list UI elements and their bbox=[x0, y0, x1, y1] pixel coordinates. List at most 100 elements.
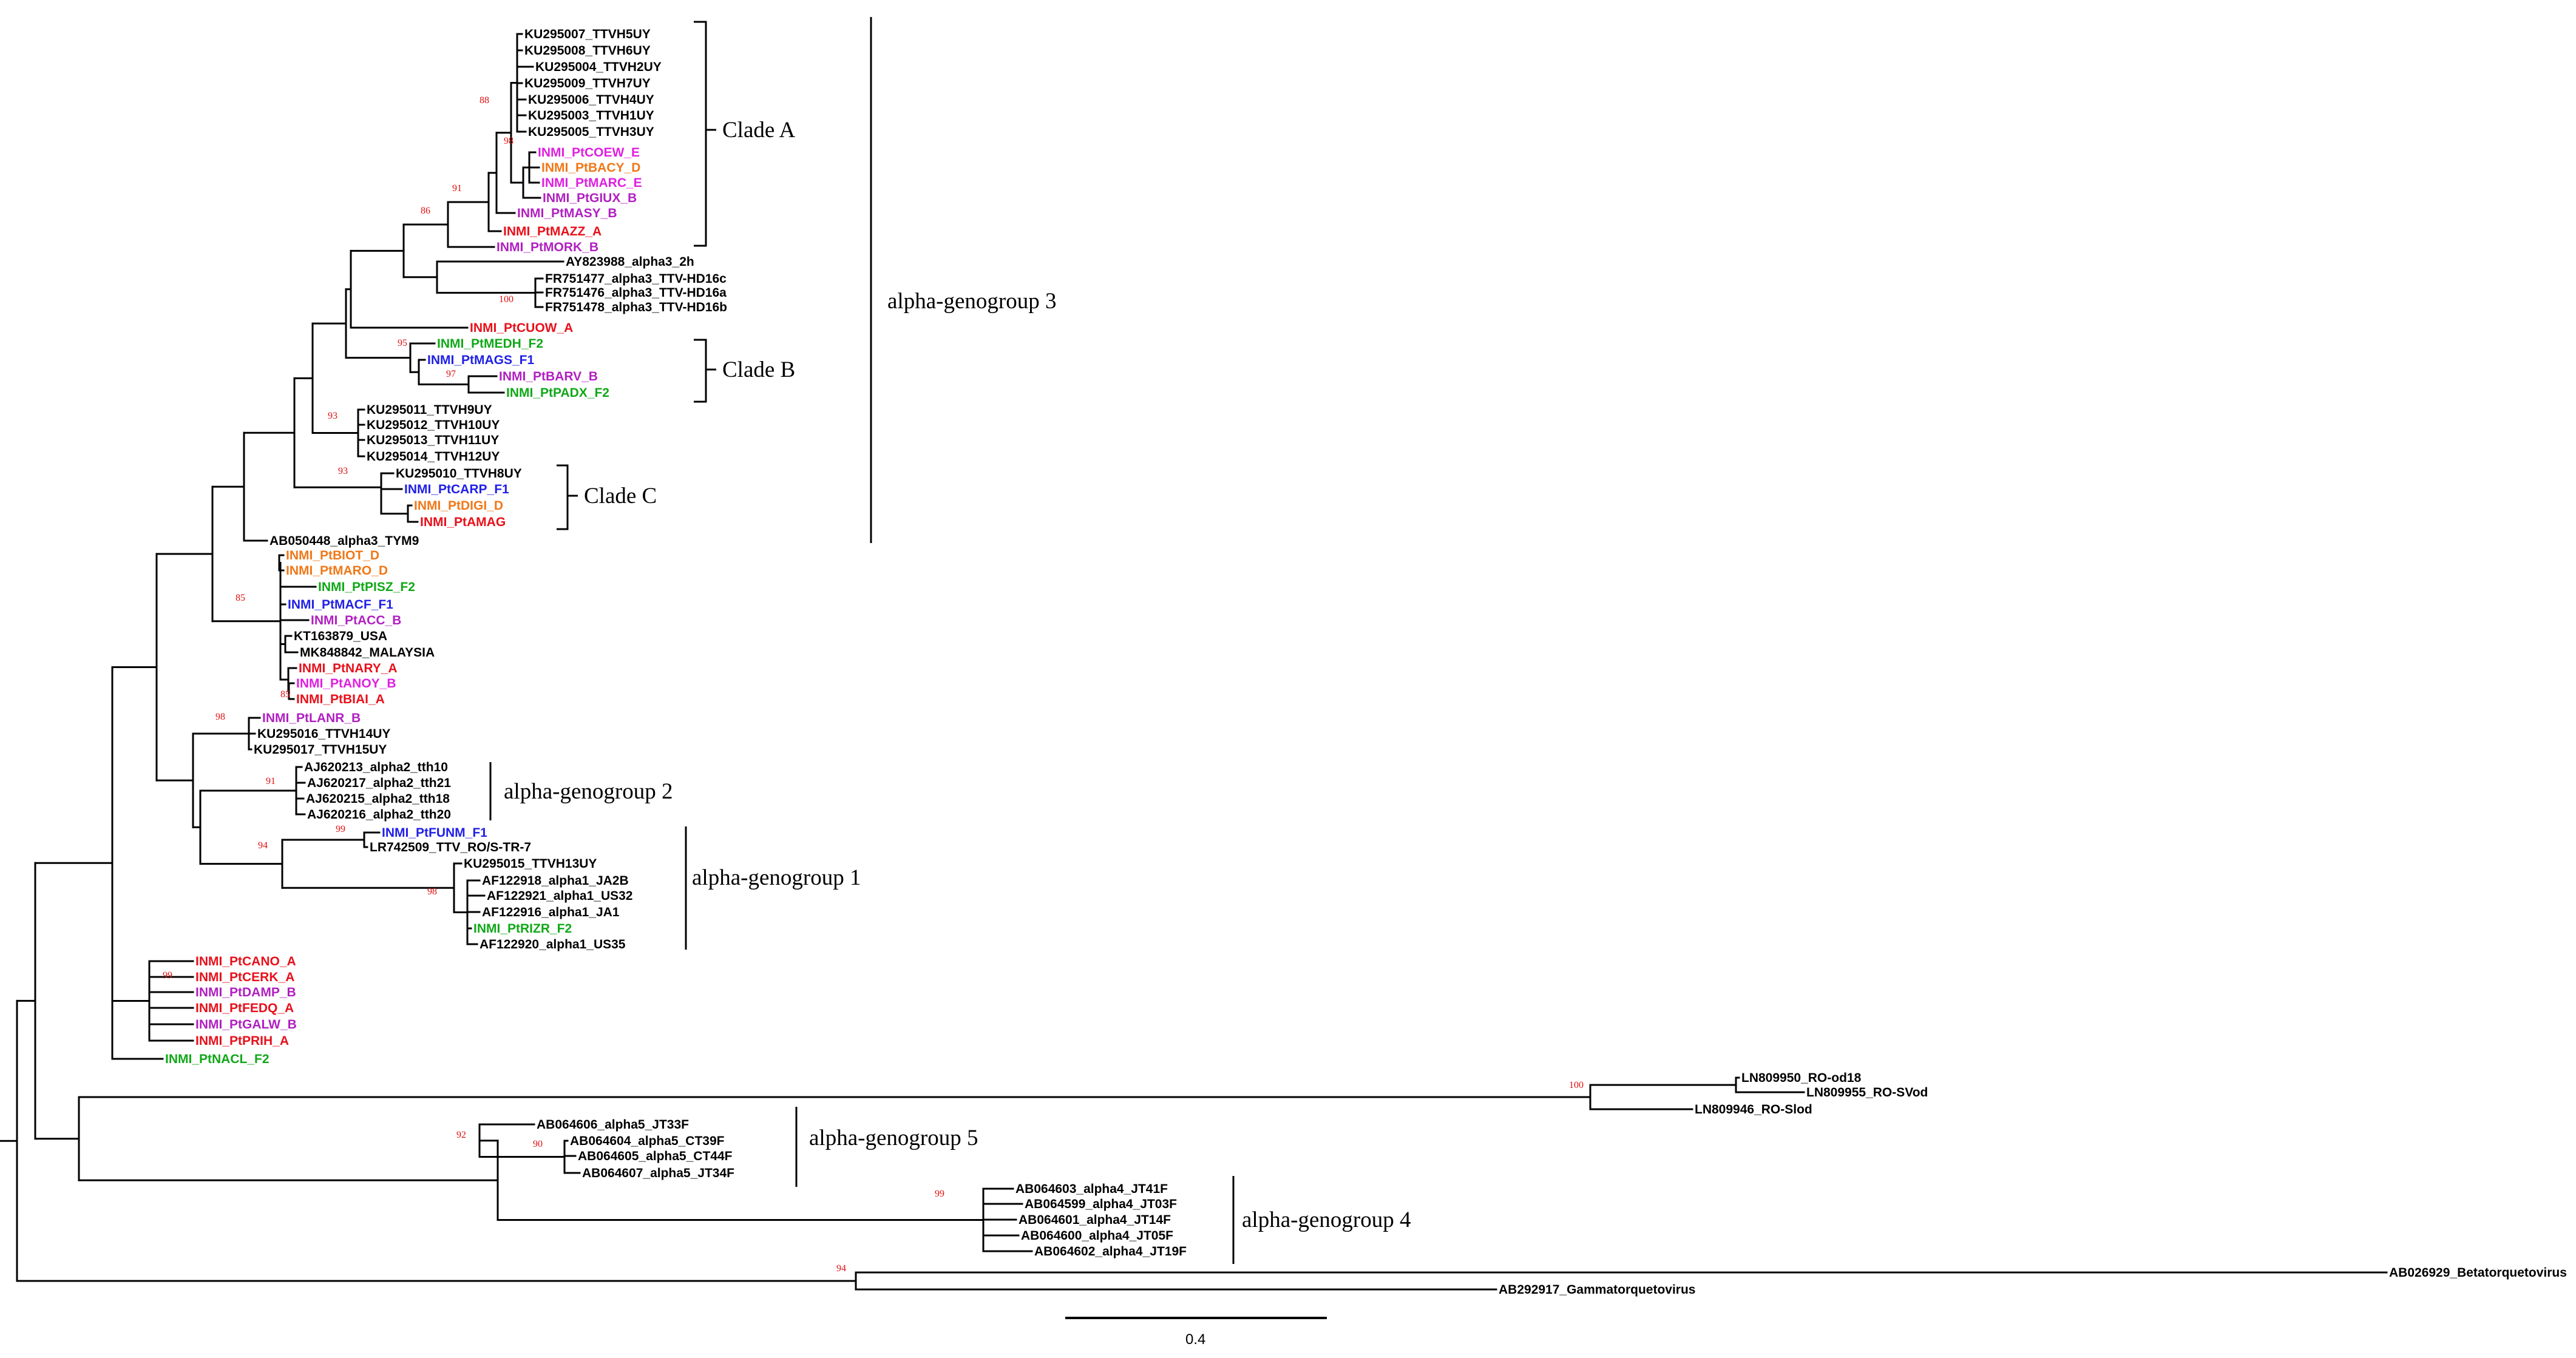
tip-label: INMI_PtNACL_F2 bbox=[165, 1052, 269, 1066]
tip-label: AF122918_alpha1_JA2B bbox=[482, 874, 629, 888]
clade-c-bracket bbox=[557, 464, 569, 530]
tip-label: INMI_PtMACF_F1 bbox=[288, 598, 393, 612]
tip-label: KU295016_TTVH14UY bbox=[257, 727, 390, 741]
alpha2-label: alpha-genogroup 2 bbox=[504, 779, 673, 804]
alpha5-label: alpha-genogroup 5 bbox=[809, 1126, 978, 1150]
clade-brackets bbox=[489, 17, 1235, 1264]
tip-label: INMI_PtCANO_A bbox=[195, 954, 296, 968]
tip-label: INMI_PtANOY_B bbox=[296, 677, 396, 691]
tip-label: INMI_PtCOEW_E bbox=[538, 146, 640, 160]
tip-label: KU295004_TTVH2UY bbox=[535, 60, 662, 74]
tip-label: INMI_PtCERK_A bbox=[195, 970, 294, 984]
tip-label: FR751478_alpha3_TTV-HD16b bbox=[545, 300, 727, 314]
tip-label: INMI_PtMAGS_F1 bbox=[427, 353, 535, 367]
tip-label: KU295003_TTVH1UY bbox=[528, 109, 654, 123]
tip-label: INMI_PtBIOT_D bbox=[286, 549, 379, 562]
bootstrap-value: 98 bbox=[504, 136, 514, 146]
tip-label: INMI_PtMEDH_F2 bbox=[437, 337, 543, 351]
tip-label: KT163879_USA bbox=[294, 629, 387, 643]
tip-label: KU295014_TTVH12UY bbox=[367, 450, 500, 464]
tip-label: INMI_PtRIZR_F2 bbox=[473, 922, 572, 936]
tip-label: KU295006_TTVH4UY bbox=[528, 93, 654, 107]
tip-label: KU295009_TTVH7UY bbox=[524, 76, 651, 90]
tip-label: INMI_PtBARV_B bbox=[499, 370, 598, 383]
bootstrap-value: 88 bbox=[480, 95, 489, 106]
tip-label: AB064604_alpha5_CT39F bbox=[570, 1134, 725, 1148]
tip-label: KU295015_TTVH13UY bbox=[464, 857, 597, 871]
tip-label: AJ620215_alpha2_tth18 bbox=[306, 792, 450, 806]
tip-label: KU295017_TTVH15UY bbox=[254, 743, 387, 757]
tip-label: INMI_PtPADX_F2 bbox=[506, 386, 609, 400]
clade-b-label: Clade B bbox=[722, 357, 795, 382]
alpha4-label: alpha-genogroup 4 bbox=[1242, 1208, 1411, 1232]
tip-label: KU295008_TTVH6UY bbox=[524, 44, 651, 58]
tip-label: AB064599_alpha4_JT03F bbox=[1025, 1197, 1177, 1211]
tip-label: AJ620216_alpha2_tth20 bbox=[307, 808, 451, 822]
tip-label: FR751477_alpha3_TTV-HD16c bbox=[545, 272, 727, 286]
tip-label: INMI_PtCARP_F1 bbox=[404, 482, 509, 496]
tip-label: INMI_PtAMAG bbox=[420, 515, 506, 529]
tip-label: AF122921_alpha1_US32 bbox=[487, 889, 633, 903]
bootstrap-value: 100 bbox=[1569, 1080, 1584, 1090]
bootstrap-value: 90 bbox=[533, 1139, 543, 1149]
bootstrap-value: 98 bbox=[215, 712, 225, 722]
clade-a-label: Clade A bbox=[722, 118, 796, 143]
bootstrap-value: 98 bbox=[427, 887, 437, 897]
tip-label: AB292917_Gammatorquetovirus bbox=[1499, 1283, 1695, 1297]
tip-label: MK848842_MALAYSIA bbox=[300, 646, 435, 660]
tip-label: INMI_PtCUOW_A bbox=[470, 321, 573, 335]
scale-bar: 0.4 bbox=[1065, 1317, 1327, 1348]
bootstrap-value: 99 bbox=[935, 1189, 944, 1199]
bootstrap-value: 99 bbox=[336, 824, 345, 834]
tip-label: LN809955_RO-SVod bbox=[1806, 1086, 1928, 1100]
tip-label: LN809946_RO-Slod bbox=[1695, 1103, 1812, 1116]
bootstrap-value: 94 bbox=[258, 840, 268, 851]
clade-a-bracket bbox=[694, 21, 707, 247]
clade-c-label: Clade C bbox=[584, 484, 657, 508]
bootstrap-value: 95 bbox=[398, 338, 407, 348]
tip-label: INMI_PtMASY_B bbox=[517, 206, 617, 220]
tip-label: AB064607_alpha5_JT34F bbox=[582, 1166, 734, 1180]
tip-label: INMI_PtMAZZ_A bbox=[503, 225, 602, 238]
tip-labels: KU295007_TTVH5UY KU295008_TTVH6UY KU295004… bbox=[165, 27, 2567, 1297]
scale-bar-label: 0.4 bbox=[1185, 1331, 1205, 1348]
tip-label: INMI_PtFUNM_F1 bbox=[382, 826, 487, 840]
tip-label: LN809950_RO-od18 bbox=[1741, 1071, 1862, 1085]
bootstrap-value: 91 bbox=[266, 776, 276, 786]
tip-label: FR751476_alpha3_TTV-HD16a bbox=[545, 286, 727, 300]
tip-label: AY823988_alpha3_2h bbox=[566, 255, 694, 269]
bootstrap-values: 8898918610095979393858598919499989910092… bbox=[163, 95, 1584, 1274]
tip-label: KU295011_TTVH9UY bbox=[367, 403, 492, 417]
tip-label: KU295012_TTVH10UY bbox=[367, 418, 500, 432]
bootstrap-value: 93 bbox=[338, 466, 348, 476]
tip-label: INMI_PtDAMP_B bbox=[195, 985, 296, 999]
tip-label: KU295010_TTVH8UY bbox=[396, 467, 522, 481]
tip-label: INMI_PtDIGI_D bbox=[414, 499, 503, 513]
bootstrap-value: 86 bbox=[421, 206, 430, 216]
tip-label: INMI_PtNARY_A bbox=[299, 661, 398, 675]
bootstrap-value: 99 bbox=[163, 970, 172, 981]
tip-label: INMI_PtMARO_D bbox=[286, 564, 388, 578]
tip-label: LR742509_TTV_RO/S-TR-7 bbox=[370, 840, 531, 854]
clade-b-bracket bbox=[694, 339, 707, 403]
tip-label: INMI_PtMORK_B bbox=[497, 240, 598, 254]
tip-label: AB050448_alpha3_TYM9 bbox=[269, 534, 419, 548]
tip-label: KU295013_TTVH11UY bbox=[367, 433, 499, 447]
tip-label: INMI_PtBIAI_A bbox=[296, 692, 385, 706]
tip-label: KU295005_TTVH3UY bbox=[528, 125, 654, 139]
bootstrap-value: 92 bbox=[456, 1130, 466, 1140]
tip-label: AJ620213_alpha2_tth10 bbox=[304, 760, 448, 774]
tip-label: INMI_PtPISZ_F2 bbox=[318, 580, 415, 594]
tip-label: INMI_PtGALW_B bbox=[195, 1018, 297, 1032]
bootstrap-value: 100 bbox=[499, 294, 514, 305]
tip-label: INMI_PtBACY_D bbox=[541, 161, 640, 175]
tip-label: AF122916_alpha1_JA1 bbox=[482, 905, 620, 919]
bootstrap-value: 85 bbox=[236, 593, 245, 603]
tip-label: KU295007_TTVH5UY bbox=[524, 27, 651, 41]
tip-label: AB064601_alpha4_JT14F bbox=[1019, 1213, 1171, 1227]
tree-branches bbox=[0, 33, 2388, 1291]
tip-label: AJ620217_alpha2_tth21 bbox=[307, 776, 451, 790]
clade-labels: Clade A Clade B Clade C alpha-genogroup … bbox=[504, 118, 1411, 1232]
alpha1-label: alpha-genogroup 1 bbox=[692, 865, 861, 890]
